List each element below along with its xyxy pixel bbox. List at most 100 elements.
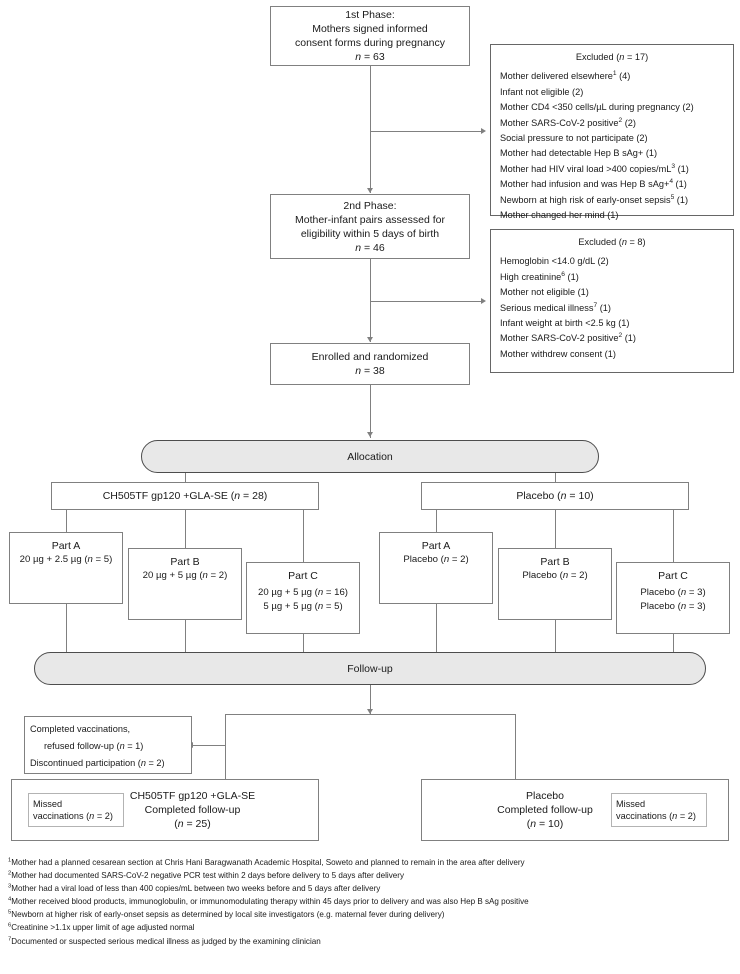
connector-phase1-to-phase2: [370, 66, 371, 193]
node-vaccine-part-c: Part C 20 µg + 5 µg (n = 16) 5 µg + 5 µg…: [246, 562, 360, 634]
discontinued-line-1: Completed vaccinations,: [30, 724, 131, 734]
excluded-1-item: Mother delivered elsewhere1 (4): [500, 70, 631, 82]
node-placebo-part-b: Part B Placebo (n = 2): [498, 548, 612, 620]
node-phase-2: 2nd Phase: Mother-infant pairs assessed …: [270, 194, 470, 259]
connector-vaccine-part-b-to-followup: [185, 620, 186, 652]
connector-enrolled-to-allocation: [370, 385, 371, 438]
enrolled-count: n = 38: [355, 365, 385, 377]
connector-placebo-to-part-b: [555, 510, 556, 548]
footnote-2: 2Mother had documented SARS-CoV-2 negati…: [8, 870, 404, 881]
excluded-1-item: Infant not eligible (2): [500, 86, 584, 97]
arrowhead-followup-split: [366, 709, 373, 714]
footnote-4: 4Mother received blood products, immunog…: [8, 896, 529, 907]
node-placebo-completed-followup: Placebo Completed follow-up (n = 10): [421, 779, 729, 841]
node-placebo-part-c: Part C Placebo (n = 3) Placebo (n = 3): [616, 562, 730, 634]
connector-allocation-to-vaccine-arm: [185, 473, 186, 483]
excluded-1-item: Mother had infusion and was Hep B sAg+4 …: [500, 178, 687, 190]
placebo-followup-count: (n = 10): [526, 818, 564, 830]
node-placebo-part-a: Part A Placebo (n = 2): [379, 532, 493, 604]
placebo-part-c-dose-1: Placebo (n = 3): [640, 587, 706, 598]
placebo-followup-line-1: Placebo: [526, 790, 564, 802]
excluded-box-2: Excluded (n = 8) Hemoglobin <14.0 g/dL (…: [490, 229, 734, 373]
connector-vaccine-to-part-c: [303, 510, 304, 562]
excluded-2-item: Mother withdrew consent (1): [500, 348, 616, 359]
footnote-5: 5Newborn at higher risk of early-onset s…: [8, 909, 445, 920]
arm-placebo-label: Placebo (n = 10): [516, 490, 594, 502]
vaccine-followup-line-2: Completed follow-up: [144, 804, 241, 816]
vaccine-missed-line-2: vaccinations (n = 2): [33, 811, 113, 821]
excluded-2-item: Serious medical illness7 (1): [500, 301, 611, 313]
placebo-part-b-title: Part B: [540, 556, 570, 568]
excluded-1-header: Excluded (n = 17): [575, 52, 649, 62]
band-followup: Follow-up: [34, 652, 706, 685]
connector-allocation-to-placebo-arm: [555, 473, 556, 483]
arrowhead-phase2: [366, 188, 373, 193]
placebo-part-c-dose-2: Placebo (n = 3): [640, 601, 706, 612]
placebo-part-a-title: Part A: [421, 540, 451, 552]
footnote-3: 3Mother had a viral load of less than 40…: [8, 883, 381, 894]
connector-split-bus: [225, 714, 515, 715]
excluded-2-item: Hemoglobin <14.0 g/dL (2): [500, 256, 609, 267]
connector-to-excluded-2: [370, 301, 482, 302]
connector-vaccine-to-part-a: [66, 510, 67, 532]
phase2-count: n = 46: [355, 241, 385, 254]
footnote-1: 1Mother had a planned cesarean section a…: [8, 857, 525, 867]
phase1-line3: consent forms during pregnancy: [295, 37, 445, 49]
enrolled-label: Enrolled and randomized: [311, 351, 429, 363]
arm-vaccine-label: CH505TF gp120 +GLA-SE (n = 28): [102, 490, 268, 502]
connector-followup-to-split: [370, 685, 371, 714]
excluded-1-item: Mother SARS-CoV-2 positive2 (2): [500, 116, 636, 128]
connector-split-right: [515, 714, 516, 779]
connector-phase2-to-enrolled: [370, 259, 371, 342]
excluded-2-header: Excluded (n = 8): [578, 237, 646, 247]
discontinued-line-2: refused follow-up (n = 1): [44, 741, 144, 751]
connector-placebo-part-b-to-followup: [555, 620, 556, 652]
vaccine-part-c-title: Part C: [288, 570, 318, 582]
placebo-part-a-dose: Placebo (n = 2): [403, 554, 469, 565]
footnotes-block: 1Mother had a planned cesarean section a…: [8, 856, 734, 948]
connector-placebo-to-part-c: [673, 510, 674, 562]
excluded-1-item: Mother had detectable Hep B sAg+ (1): [500, 148, 658, 159]
node-placebo-missed-vaccinations: Missed vaccinations (n = 2): [611, 793, 707, 827]
node-vaccine-missed-vaccinations: Missed vaccinations (n = 2): [28, 793, 124, 827]
arrowhead-allocation: [366, 432, 373, 437]
vaccine-followup-count: (n = 25): [174, 818, 211, 830]
connector-placebo-to-part-a: [436, 510, 437, 532]
vaccine-missed-line-1: Missed: [33, 798, 63, 809]
vaccine-followup-line-1: CH505TF gp120 +GLA-SE: [129, 790, 256, 802]
phase1-line1: 1st Phase:: [345, 9, 395, 21]
phase2-line3: eligibility within 5 days of birth: [300, 227, 440, 240]
phase1-line2: Mothers signed informed: [312, 23, 428, 35]
vaccine-part-a-dose: 20 µg + 2.5 µg (n = 5): [19, 554, 113, 565]
connector-split-left: [225, 714, 226, 779]
placebo-missed-line-2: vaccinations (n = 2): [616, 811, 696, 821]
connector-vaccine-to-part-b: [185, 510, 186, 548]
arrowhead-enrolled: [366, 337, 373, 342]
connector-to-discontinued: [192, 745, 226, 746]
excluded-2-item: High creatinine6 (1): [500, 270, 579, 282]
node-enrolled-randomized: Enrolled and randomized n = 38: [270, 343, 470, 385]
allocation-label: Allocation: [347, 450, 393, 463]
followup-label: Follow-up: [347, 662, 393, 675]
node-vaccine-part-a: Part A 20 µg + 2.5 µg (n = 5): [9, 532, 123, 604]
phase2-line2: Mother-infant pairs assessed for: [295, 213, 445, 226]
band-allocation: Allocation: [141, 440, 599, 473]
placebo-missed-line-1: Missed: [616, 798, 646, 809]
connector-placebo-part-a-to-followup: [436, 604, 437, 652]
excluded-1-item: Newborn at high risk of early-onset seps…: [500, 193, 689, 205]
excluded-1-item: Social pressure to not participate (2): [500, 133, 648, 144]
discontinued-line-3: Discontinued participation (n = 2): [30, 758, 165, 768]
connector-to-excluded-1: [370, 131, 482, 132]
vaccine-part-a-title: Part A: [51, 540, 81, 552]
excluded-1-item: Mother had HIV viral load >400 copies/mL…: [500, 162, 689, 174]
excluded-2-item: Mother SARS-CoV-2 positive2 (1): [500, 332, 636, 344]
connector-vaccine-part-a-to-followup: [66, 604, 67, 652]
arrowhead-excluded-1: [481, 127, 486, 134]
arrowhead-excluded-2: [481, 297, 486, 304]
placebo-part-c-title: Part C: [658, 570, 688, 582]
footnote-7: 7Documented or suspected serious medical…: [8, 935, 321, 946]
node-discontinued: Completed vaccinations, refused follow-u…: [24, 716, 192, 774]
placebo-part-b-dose: Placebo (n = 2): [522, 570, 588, 581]
excluded-1-item: Mother CD4 <350 cells/µL during pregnanc…: [500, 102, 694, 113]
